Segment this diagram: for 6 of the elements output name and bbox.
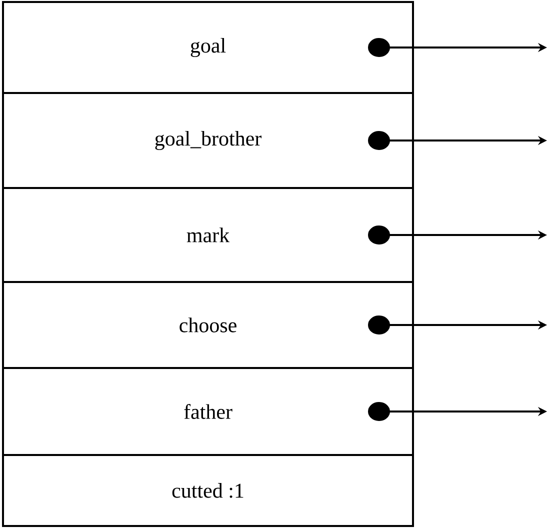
table-row: goal_brother [2, 92, 414, 189]
table-row: choose [2, 281, 414, 369]
table-row: mark [2, 187, 414, 283]
table-row: cutted :1 [2, 454, 414, 527]
table-row: goal [2, 1, 414, 94]
table-row: father [2, 366, 414, 456]
